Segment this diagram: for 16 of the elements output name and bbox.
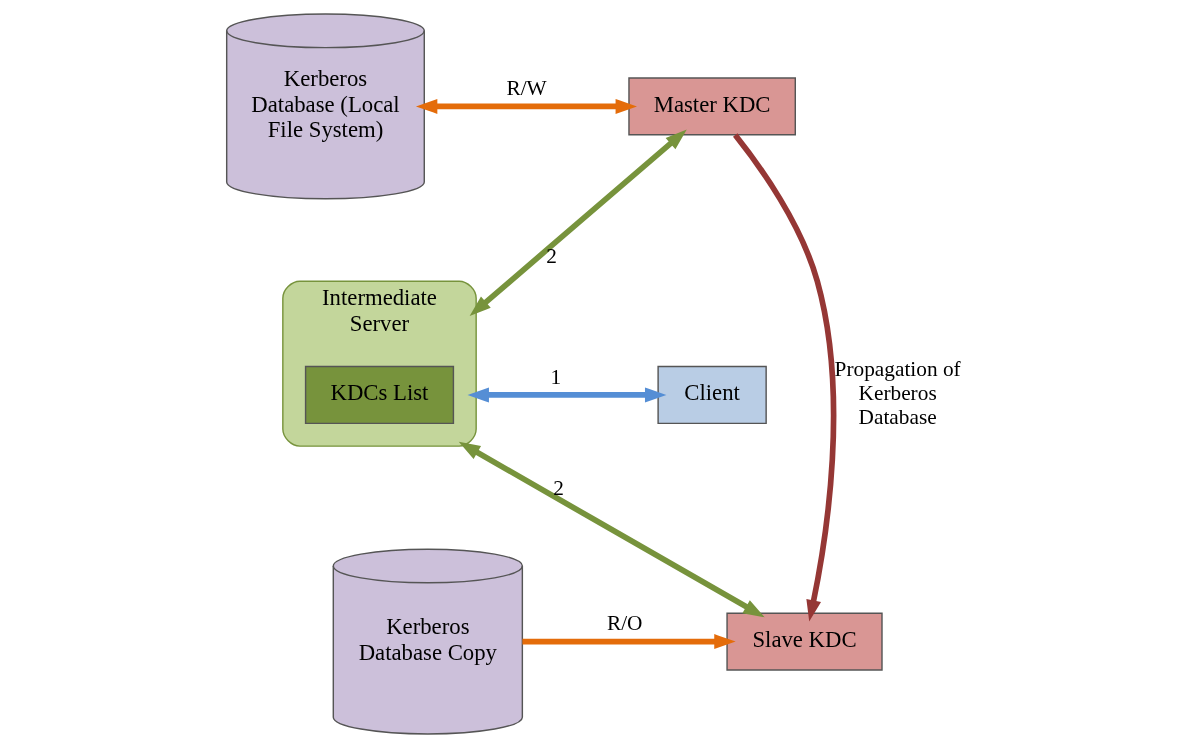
- edge-label: 1: [550, 364, 562, 389]
- arrow: [458, 441, 765, 618]
- node-box: Master KDC: [628, 77, 796, 136]
- edge-label: Propagation of Kerberos Database: [834, 356, 961, 430]
- arrow: [469, 129, 687, 317]
- arrow: [733, 133, 837, 622]
- arrow: [415, 98, 637, 114]
- node-box: KDCs List: [304, 365, 455, 425]
- edge-label: 2: [553, 476, 564, 501]
- node-box: Slave KDC: [726, 612, 883, 671]
- edge-label: 2: [546, 243, 557, 268]
- edge-label: R/W: [506, 76, 547, 101]
- arrow: [467, 387, 667, 403]
- node-box: Client: [657, 365, 767, 425]
- arrow: [522, 634, 736, 650]
- edge-label: R/O: [606, 611, 643, 636]
